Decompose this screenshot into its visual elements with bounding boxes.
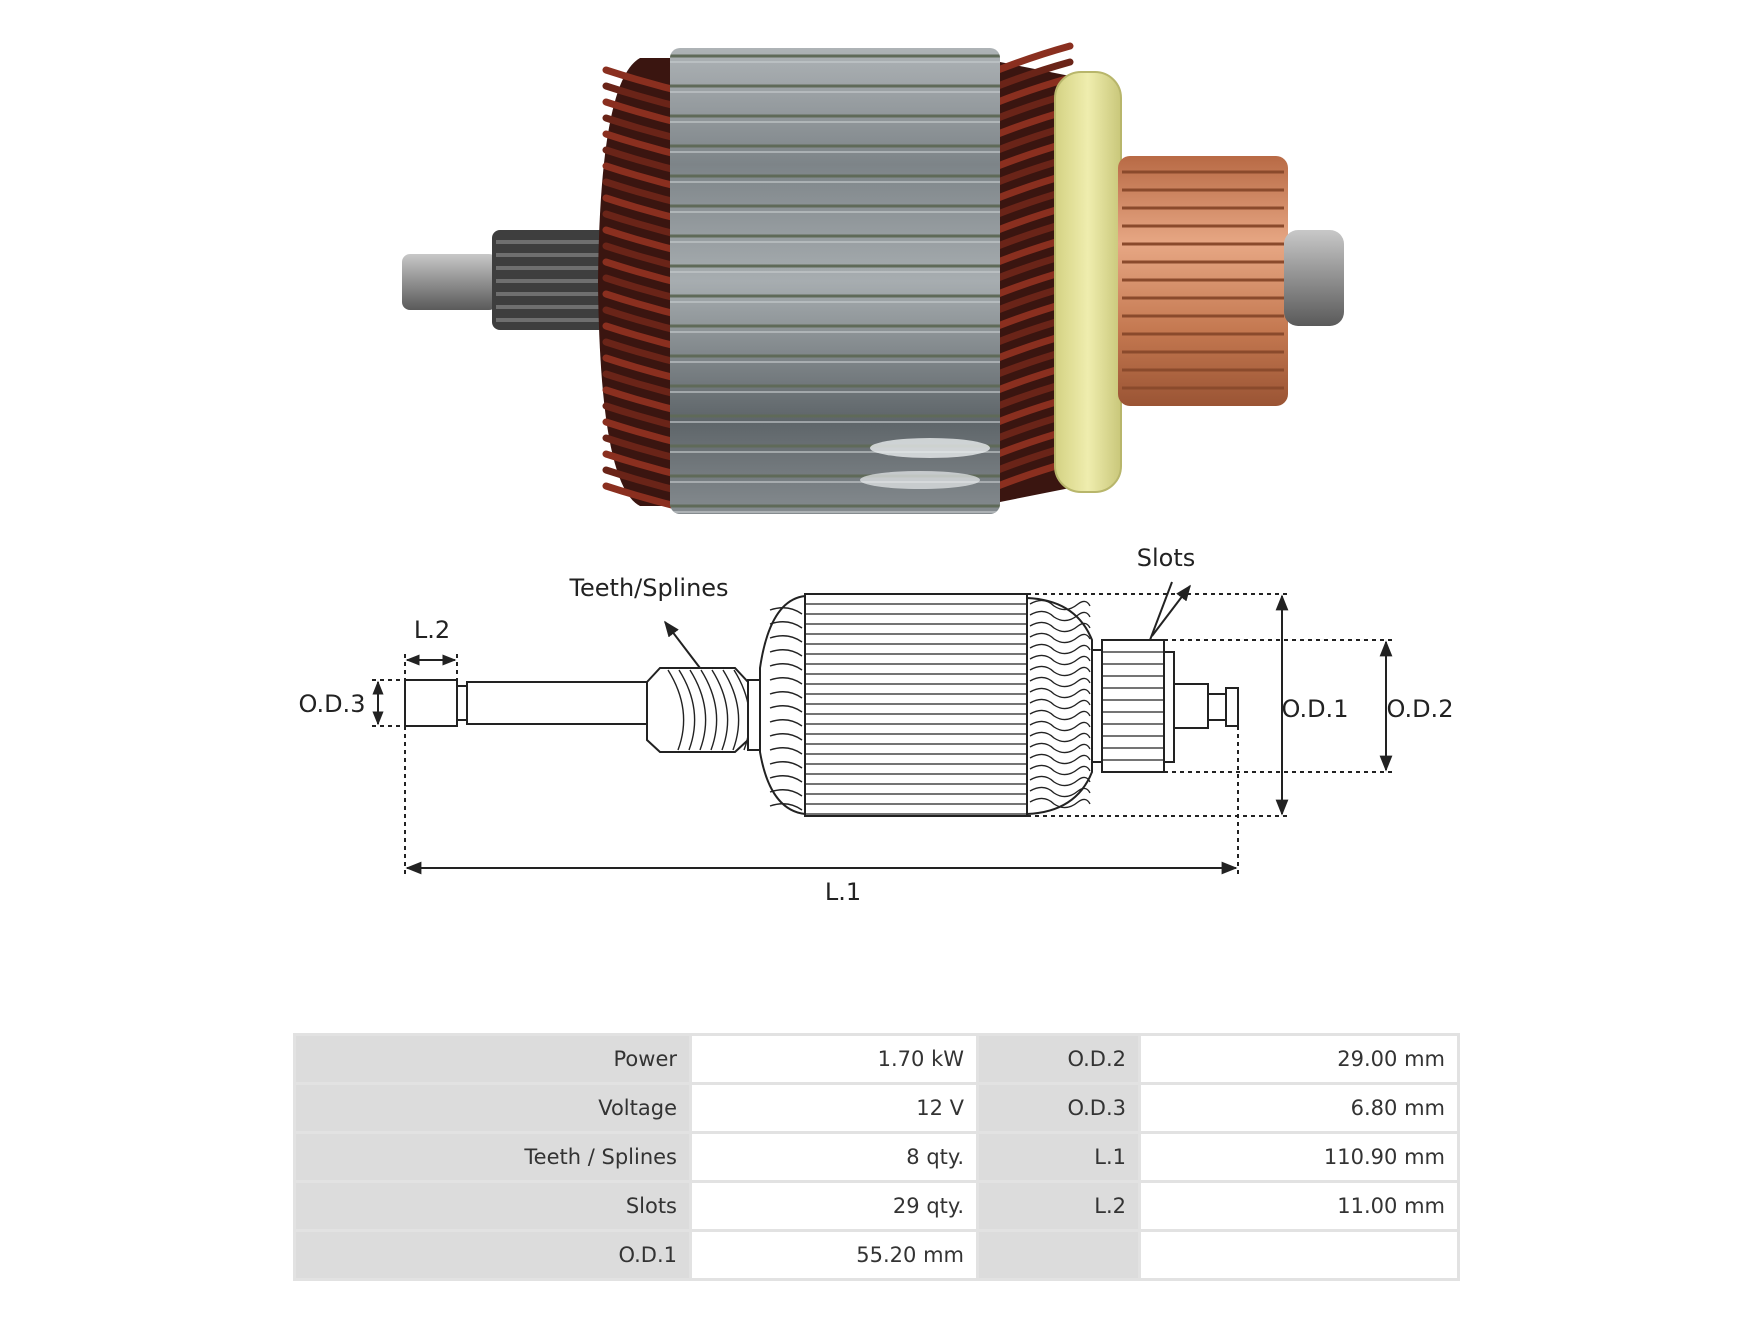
winding-strand [994,42,1074,74]
drawing-strand [769,621,803,629]
spec-value: 29.00 mm [1141,1036,1457,1082]
drawing-strand [769,719,803,727]
spec-key: Voltage [296,1085,689,1131]
lamination-core [670,48,1000,514]
drawing-splines [646,667,749,753]
spec-value: 29 qty. [692,1183,976,1229]
drawing-strand [769,663,803,671]
drawing-core [804,593,1028,817]
drawing-strand [1029,665,1091,677]
lamination-glare [870,438,990,458]
drawing-shaft [466,681,648,725]
spec-key: O.D.3 [979,1085,1138,1131]
spec-value: 6.80 mm [1141,1085,1457,1131]
drawing-strand [1029,632,1091,644]
label-od3: O.D.3 [299,690,366,718]
spec-key [979,1232,1138,1278]
drawing-strand [1029,786,1091,798]
drawing-strand [1029,621,1091,633]
spec-value: 8 qty. [692,1134,976,1180]
spec-key: O.D.1 [296,1232,689,1278]
spline-line [722,669,740,751]
insulator-ring [1054,71,1122,493]
shaft-end-left [402,254,497,310]
spline-line [700,669,718,751]
shaft-end-right [1284,230,1344,326]
spec-key: Slots [296,1183,689,1229]
drawing-strand [769,761,803,769]
drawing-strand [769,607,803,615]
drawing-strand [1029,687,1091,699]
spec-key: L.2 [979,1183,1138,1229]
drawing-strand [1029,797,1091,809]
drawing-strand [769,635,803,643]
drawing-winding-left [759,594,806,816]
table-row: Slots 29 qty. L.2 11.00 mm [296,1183,1457,1229]
spline-line [678,669,696,751]
label-slots: Slots [1137,544,1196,572]
spec-value: 12 V [692,1085,976,1131]
pinion-gear [492,230,612,330]
spec-value: 110.90 mm [1141,1134,1457,1180]
drawing-strand [1029,742,1091,754]
drawing-strand [1029,731,1091,743]
drawing-strand [769,649,803,657]
spec-value: 11.00 mm [1141,1183,1457,1229]
drawing-strand [769,789,803,797]
lamination-glare [860,471,980,489]
label-od1: O.D.1 [1282,695,1349,723]
commutator [1118,156,1288,406]
drawing-shaft-end [404,679,458,727]
technical-drawing [372,581,1394,876]
spec-value: 1.70 kW [692,1036,976,1082]
spec-value [1141,1232,1457,1278]
spline-line [689,669,707,751]
drawing-strand [1029,643,1091,655]
drawing-strand [1029,610,1091,622]
spline-line [667,669,685,751]
label-l2: L.2 [414,616,450,644]
table-row: Teeth / Splines 8 qty. L.1 110.90 mm [296,1134,1457,1180]
drawing-strand [1029,599,1091,611]
drawing-strand [769,705,803,713]
drawing-strand [1029,775,1091,787]
label-teeth-splines: Teeth/Splines [568,574,728,602]
drawing-strand [769,677,803,685]
spec-key: O.D.2 [979,1036,1138,1082]
drawing-commutator [1101,639,1165,773]
drawing-strand [769,775,803,783]
drawing-strand [1029,709,1091,721]
table-row: Voltage 12 V O.D.3 6.80 mm [296,1085,1457,1131]
spec-key: Power [296,1036,689,1082]
spec-key: L.1 [979,1134,1138,1180]
drawing-strand [769,691,803,699]
label-l1: L.1 [825,878,861,906]
spec-table: Power 1.70 kW O.D.2 29.00 mm Voltage 12 … [293,1033,1460,1281]
drawing-strand [1029,698,1091,710]
table-row: Power 1.70 kW O.D.2 29.00 mm [296,1036,1457,1082]
spec-key: Teeth / Splines [296,1134,689,1180]
leader-slots [1149,581,1173,641]
drawing-strand [1029,654,1091,666]
label-od2: O.D.2 [1387,695,1454,723]
leader-teeth [664,620,701,669]
drawing-strand [1029,753,1091,765]
drawing-strand [769,803,803,811]
spec-value: 55.20 mm [692,1232,976,1278]
drawing-strand [1029,764,1091,776]
spline-line [711,669,729,751]
drawing-strand [769,747,803,755]
table-row: O.D.1 55.20 mm [296,1232,1457,1278]
armature-photo [402,42,1344,514]
winding-strand [994,58,1074,90]
drawing-strand [769,733,803,741]
drawing-strand [1029,676,1091,688]
drawing-strand [1029,720,1091,732]
